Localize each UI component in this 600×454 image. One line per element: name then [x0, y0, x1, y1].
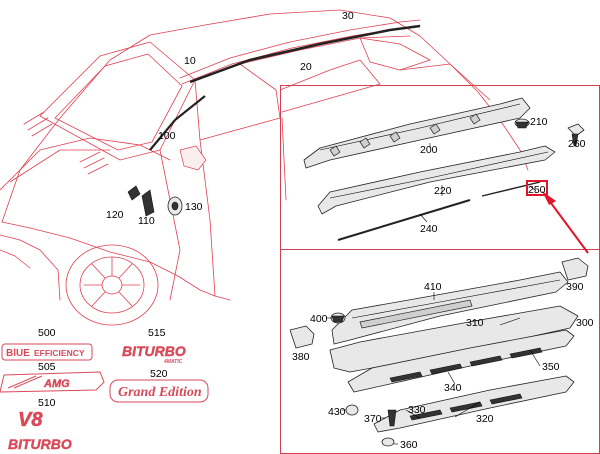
label-260: 260 — [568, 138, 586, 150]
label-430: 430 — [328, 406, 346, 418]
label-340: 340 — [444, 382, 462, 394]
upper-panel-parts — [303, 97, 585, 241]
part-labels: 30 10 20 100 120 110 130 210 260 200 220… — [38, 10, 594, 451]
label-500: 500 — [38, 327, 56, 339]
label-350: 350 — [542, 361, 560, 373]
emblem-v8: V8 — [18, 409, 43, 431]
label-10: 10 — [184, 55, 196, 67]
emblem-amg — [0, 371, 105, 393]
label-520: 520 — [150, 368, 168, 380]
front-parts — [127, 185, 183, 217]
label-330: 330 — [408, 404, 426, 416]
label-510: 510 — [38, 397, 56, 409]
label-515: 515 — [148, 327, 166, 339]
upper-panel-frame — [280, 85, 600, 250]
label-310: 310 — [466, 317, 484, 329]
emblem-grand-edition-text: Grand Edition — [118, 385, 202, 400]
label-380: 380 — [292, 351, 310, 363]
label-20: 20 — [300, 61, 312, 73]
emblem-blue-text: BlUE — [6, 348, 30, 359]
label-505: 505 — [38, 361, 56, 373]
label-250: 250 — [528, 184, 546, 196]
label-200: 200 — [420, 144, 438, 156]
label-240: 240 — [420, 223, 438, 235]
emblem-blue-efficiency — [1, 343, 93, 361]
label-360: 360 — [400, 439, 418, 451]
vehicle-outline — [0, 9, 529, 326]
emblem-biturbo-4matic: BITURBO — [122, 343, 186, 359]
label-110: 110 — [138, 215, 155, 227]
highlight-arrow — [542, 191, 589, 254]
label-300: 300 — [576, 317, 594, 329]
emblems: BlUE EFFICIENCY BITURBO 4MATIC AMG Grand… — [0, 343, 209, 452]
emblem-v8-biturbo: BITURBO — [8, 436, 72, 452]
label-130: 130 — [185, 201, 203, 213]
label-120: 120 — [106, 209, 124, 221]
emblem-amg-text: AMG — [43, 378, 70, 390]
lower-panel-parts — [289, 257, 589, 447]
emblem-efficiency-text: EFFICIENCY — [34, 348, 85, 358]
label-220: 220 — [434, 185, 452, 197]
emblem-grand-edition — [109, 379, 209, 403]
label-30: 30 — [342, 10, 354, 22]
emblem-4matic-text: 4MATIC — [163, 359, 183, 365]
label-210: 210 — [530, 116, 548, 128]
label-370: 370 — [364, 413, 382, 425]
label-410: 410 — [424, 281, 442, 293]
highlight-box — [526, 180, 548, 196]
label-100: 100 — [158, 130, 176, 142]
label-390: 390 — [566, 281, 584, 293]
label-320: 320 — [476, 413, 494, 425]
label-400: 400 — [310, 313, 328, 325]
